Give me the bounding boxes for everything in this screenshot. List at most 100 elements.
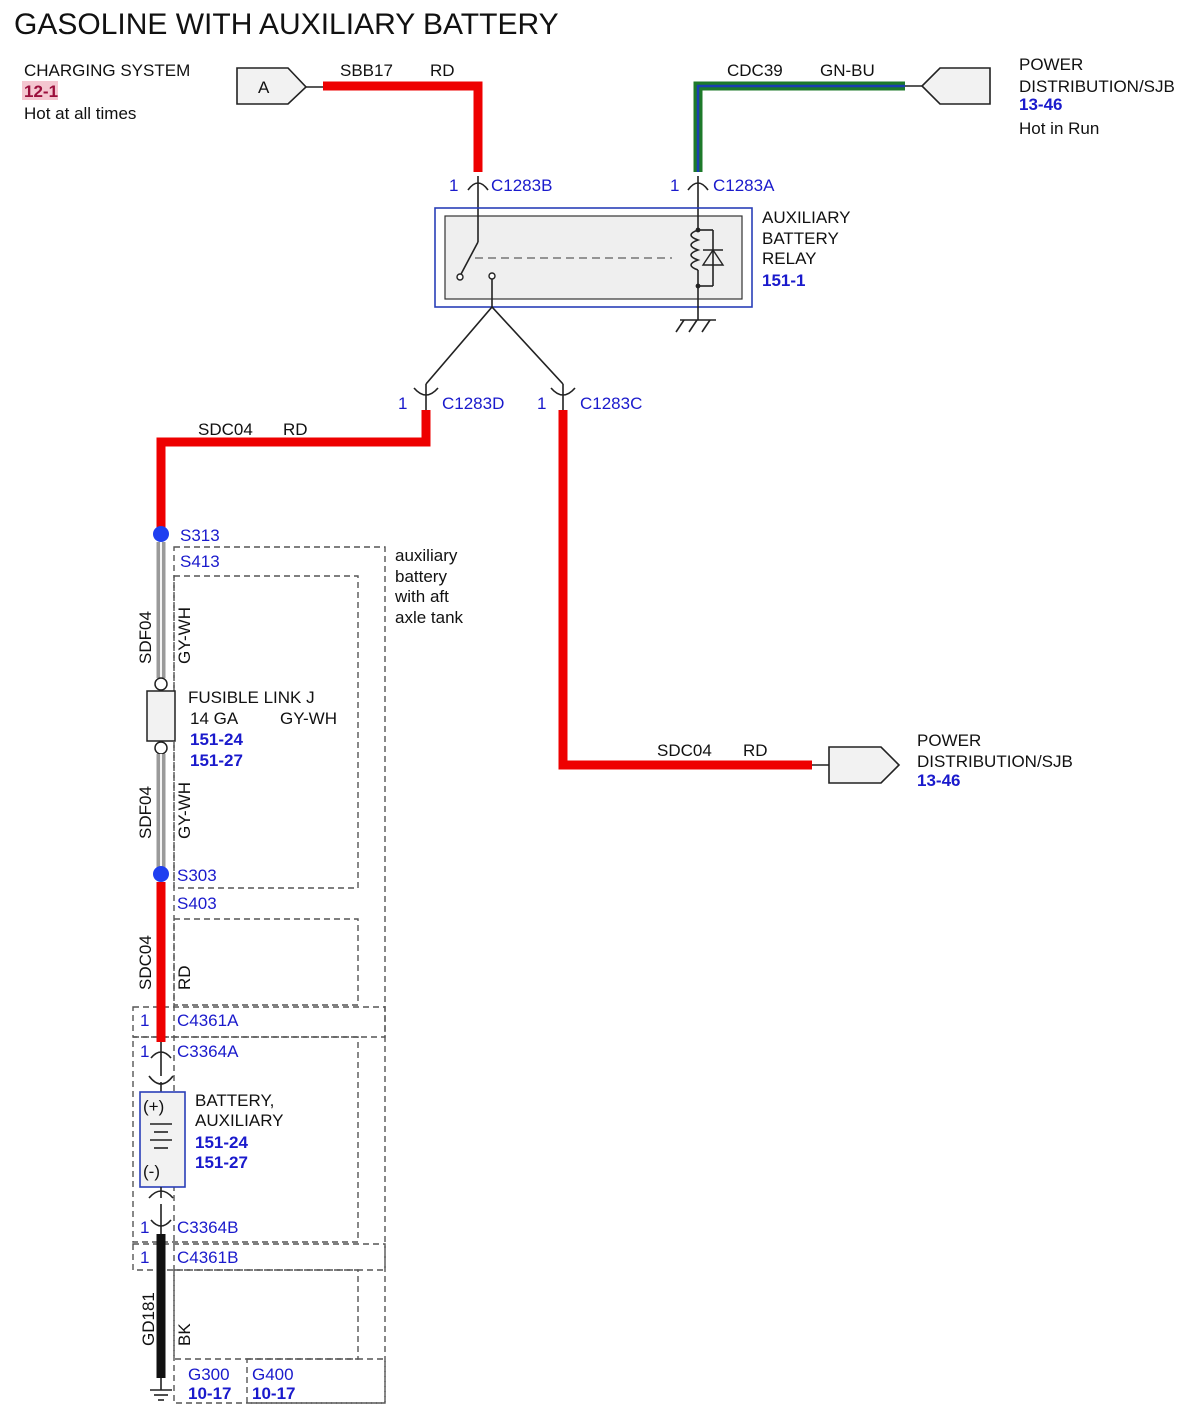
- wire-sdc04-left-color: RD: [283, 420, 308, 439]
- auxiliary-battery[interactable]: [139, 1091, 186, 1188]
- wire-cdc39-green: [693, 81, 905, 172]
- option-note-line4: axle tank: [395, 608, 464, 627]
- connector-c1283b: [467, 176, 489, 210]
- relay-label-line1: AUXILIARY: [762, 208, 851, 227]
- ground-g300: G300: [188, 1365, 230, 1384]
- wire-cdc39-blue-tracer: [696, 84, 905, 172]
- c1283d-label: C1283D: [442, 394, 504, 413]
- fusible-link-gauge: 14 GA: [190, 709, 239, 728]
- fusible-link-name: FUSIBLE LINK J: [188, 688, 315, 707]
- c1283d-pin: 1: [398, 394, 407, 413]
- battery-plus-label: (+): [143, 1097, 164, 1116]
- wire-gd181-color: BK: [175, 1323, 194, 1346]
- power-top-note: Hot in Run: [1019, 119, 1099, 138]
- page-title: GASOLINE WITH AUXILIARY BATTERY: [14, 8, 559, 41]
- relay-label-line3: RELAY: [762, 249, 817, 268]
- battery-label-line1: BATTERY,: [195, 1091, 274, 1110]
- c1283b-label: C1283B: [491, 176, 552, 195]
- battery-label-line2: AUXILIARY: [195, 1111, 284, 1130]
- connector-c1283a: [687, 176, 709, 210]
- splice-s403-label: S403: [177, 894, 217, 913]
- power-top-label-line2: DISTRIBUTION/SJB: [1019, 77, 1175, 96]
- connector-c1283d: [413, 384, 439, 412]
- option-note-line2: battery: [395, 567, 447, 586]
- battery-ref1[interactable]: 151-24: [195, 1133, 248, 1152]
- power-top-connector-arrow[interactable]: [920, 67, 991, 105]
- charging-system-ref[interactable]: 12-1: [24, 82, 58, 101]
- charging-connector-arrow[interactable]: [236, 67, 308, 105]
- option-box-c4361a: [132, 1006, 386, 1038]
- wire-sdc04-left-circuit: SDC04: [198, 420, 253, 439]
- c1283b-pin: 1: [449, 176, 458, 195]
- connector-c3364a: [148, 1042, 174, 1092]
- relay-output-split: [425, 305, 564, 385]
- wire-sdf04-upper-circuit: SDF04: [136, 611, 155, 664]
- wire-sdf04-lower-color: GY-WH: [175, 782, 194, 839]
- power-top-ref[interactable]: 13-46: [1019, 95, 1062, 114]
- splice-s413-label: S413: [180, 552, 220, 571]
- c4361a-pin: 1: [140, 1011, 149, 1030]
- power-bottom-label-line2: DISTRIBUTION/SJB: [917, 752, 1073, 771]
- wire-sdf04-upper-color: GY-WH: [175, 607, 194, 664]
- charging-system-note: Hot at all times: [24, 104, 136, 123]
- splice-s313[interactable]: [153, 526, 169, 542]
- charging-connector-letter: A: [258, 78, 270, 97]
- option-box-outer: [173, 546, 386, 1404]
- c1283c-pin: 1: [537, 394, 546, 413]
- wire-sbb17: [323, 81, 483, 172]
- power-bottom-connector-arrow[interactable]: [828, 746, 901, 784]
- connector-c3364b: [148, 1187, 174, 1234]
- ground-g400-ref[interactable]: 10-17: [252, 1384, 295, 1403]
- power-bottom-label-line1: POWER: [917, 731, 981, 750]
- relay-ref[interactable]: 151-1: [762, 271, 805, 290]
- wire-sdc04-lower-color: RD: [175, 965, 194, 990]
- ground-g400: G400: [252, 1365, 294, 1384]
- option-note-line1: auxiliary: [395, 546, 458, 565]
- splice-s303-label: S303: [177, 866, 217, 885]
- wire-sdf04-lower-circuit: SDF04: [136, 786, 155, 839]
- wire-sdc04-lower-circuit: SDC04: [136, 935, 155, 990]
- charging-ref-highlight: [22, 81, 58, 100]
- c3364a-pin: 1: [140, 1042, 149, 1061]
- fusible-link-color: GY-WH: [280, 709, 337, 728]
- splice-s313-label: S313: [180, 526, 220, 545]
- ground-g300-ref[interactable]: 10-17: [188, 1384, 231, 1403]
- option-box-g400: [246, 1358, 386, 1404]
- fusible-link-ref1[interactable]: 151-24: [190, 730, 243, 749]
- splice-s303[interactable]: [153, 866, 169, 882]
- wire-sdc04-right-circuit: SDC04: [657, 741, 712, 760]
- c4361b-pin: 1: [140, 1248, 149, 1267]
- c3364b-pin: 1: [140, 1218, 149, 1237]
- option-box-c4361b: [132, 1243, 386, 1271]
- relay-label-line2: BATTERY: [762, 229, 839, 248]
- c1283c-label: C1283C: [580, 394, 642, 413]
- c3364a-label: C3364A: [177, 1042, 239, 1061]
- wire-sbb17-color: RD: [430, 61, 455, 80]
- c3364b-label: C3364B: [177, 1218, 238, 1237]
- wire-gd181-circuit: GD181: [139, 1292, 158, 1346]
- power-bottom-ref[interactable]: 13-46: [917, 771, 960, 790]
- option-box-middle: [173, 918, 359, 1006]
- fusible-link-ref2[interactable]: 151-27: [190, 751, 243, 770]
- wire-cdc39-circuit: CDC39: [727, 61, 783, 80]
- c1283a-pin: 1: [670, 176, 679, 195]
- wire-sbb17-circuit: SBB17: [340, 61, 393, 80]
- wire-sdc04-right-color: RD: [743, 741, 768, 760]
- charging-system-label: CHARGING SYSTEM: [24, 61, 190, 80]
- connector-c1283c: [550, 384, 576, 412]
- power-top-label-line1: POWER: [1019, 55, 1083, 74]
- wire-cdc39-color: GN-BU: [820, 61, 875, 80]
- aux-battery-relay[interactable]: [434, 207, 753, 333]
- wire-sdc04-left: [156, 410, 431, 534]
- c4361a-label: C4361A: [177, 1011, 239, 1030]
- option-box-lower: [173, 1269, 359, 1360]
- battery-minus-label: (-): [143, 1162, 160, 1181]
- ground-icon: [150, 1378, 172, 1401]
- c4361b-label: C4361B: [177, 1248, 238, 1267]
- fusible-link-j[interactable]: [146, 677, 176, 755]
- option-box-battery: [132, 1036, 359, 1243]
- option-note-line3: with aft: [394, 587, 449, 606]
- c1283a-label: C1283A: [713, 176, 775, 195]
- battery-ref2[interactable]: 151-27: [195, 1153, 248, 1172]
